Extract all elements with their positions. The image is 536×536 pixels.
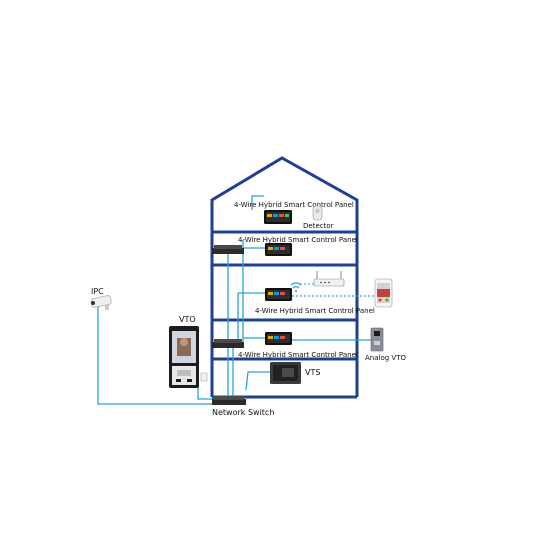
panel-floor-1-label: 4-Wire Hybrid Smart Control Panel <box>234 201 354 209</box>
router-led <box>328 281 330 284</box>
phone-call-button <box>378 298 382 302</box>
panel-tile <box>268 292 273 295</box>
detector-label: Detector <box>303 222 334 230</box>
cable-switch-vts <box>245 371 270 391</box>
vto-door-station <box>169 326 199 388</box>
detector-lens <box>315 209 320 213</box>
phone-answer-button <box>385 298 389 302</box>
network-switch-icon <box>212 248 244 254</box>
wifi-icon <box>290 282 302 292</box>
vts-handset <box>282 368 294 377</box>
cabling <box>97 195 376 405</box>
panel-floor-3-label: 4-Wire Hybrid Smart Control Panel <box>255 307 375 315</box>
router-led <box>320 281 322 284</box>
switch-floor-2 <box>212 245 244 254</box>
analog-vto-label: Analog VTO <box>365 354 406 362</box>
house-roof-and-walls <box>210 156 359 397</box>
switch-top <box>214 396 244 400</box>
panel-tile <box>285 214 289 217</box>
control-panel-floor-4 <box>265 332 292 345</box>
panel-tile <box>274 336 279 339</box>
control-panel-floor-3 <box>265 288 292 301</box>
ipc-mount <box>105 305 109 310</box>
house-structure <box>210 156 359 399</box>
vto-button <box>187 379 192 382</box>
wifi-arc <box>292 286 300 289</box>
lock-icon <box>200 372 208 382</box>
detector-device <box>312 205 323 221</box>
panel-tile <box>273 214 278 217</box>
vto-face-head <box>180 338 188 346</box>
cable-ipc-switch <box>97 306 212 405</box>
vto-label: VTO <box>179 315 196 324</box>
ipc-camera <box>90 295 112 310</box>
analog-vto-device <box>370 327 384 352</box>
ipc-lens <box>91 301 95 305</box>
switch-floor-4 <box>212 339 244 348</box>
panel-tile <box>280 336 285 339</box>
panel-floor-2-label: 4-Wire Hybrid Smart Control Panel <box>238 236 358 244</box>
panel-tile <box>280 292 285 295</box>
router-device <box>313 271 345 287</box>
analog-vto-button <box>374 341 380 345</box>
panel-tile <box>279 214 284 217</box>
vto-button <box>176 379 181 382</box>
panel-floor-4-label: 4-Wire Hybrid Smart Control Panel <box>238 351 358 359</box>
network-switch-label: Network Switch <box>212 408 274 417</box>
panel-tile <box>280 247 285 250</box>
vts-device <box>270 362 301 384</box>
panel-tile <box>268 336 273 339</box>
network-switch-icon <box>212 399 246 405</box>
router-led <box>324 281 326 284</box>
wifi-arc <box>290 282 302 286</box>
panel-tile <box>268 247 273 250</box>
switch-top <box>214 339 242 343</box>
main-network-switch <box>212 396 246 405</box>
wifi-dot <box>295 290 297 292</box>
panel-tile <box>274 292 279 295</box>
panel-tile <box>267 214 272 217</box>
control-panel-floor-1 <box>264 210 292 224</box>
cable-floor1-feed <box>251 195 264 210</box>
analog-vto-camera <box>374 331 380 336</box>
phone-content <box>377 289 390 297</box>
switch-top <box>214 245 242 249</box>
control-panel-floor-2 <box>265 243 292 256</box>
network-switch-icon <box>212 342 244 348</box>
vts-label: VTS <box>305 368 320 377</box>
ipc-label: IPC <box>91 287 104 296</box>
vto-card-reader <box>177 370 191 376</box>
smartphone-device <box>374 278 393 308</box>
panel-tile <box>274 247 279 250</box>
